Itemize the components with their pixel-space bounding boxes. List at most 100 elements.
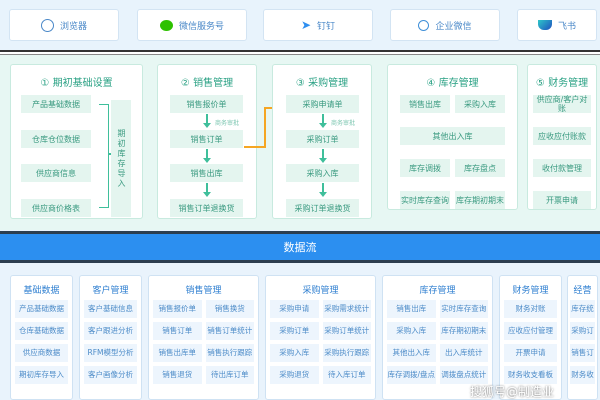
flow-item[interactable]: 实时库存查询 xyxy=(400,191,450,209)
module-title: 客户管理 xyxy=(92,286,129,296)
order-connector xyxy=(264,107,266,148)
module-item[interactable]: 销售退货 xyxy=(153,366,202,384)
module-item[interactable]: 销售执行跟踪 xyxy=(205,344,254,362)
flow-card-sales: ② 销售管理 销售报价单 商务审批 销售订单 销售出库 销售订单退换货 xyxy=(157,64,257,219)
module-item[interactable]: 财务对账 xyxy=(504,300,557,318)
module-card: 库存管理销售出库实时库存查询采购入库库存期初期末其他出入库出入库统计库存调拨/盘… xyxy=(382,275,493,400)
flow-card-purchase: ③ 采购管理 采购申请单 商务审批 采购订单 采购入库 采购订单退换货 xyxy=(272,64,372,219)
flow-item[interactable]: 采购入库 xyxy=(286,164,359,182)
module-item[interactable]: 产品基础数据 xyxy=(15,300,68,318)
flow-item[interactable]: 销售报价单 xyxy=(170,95,243,113)
module-item[interactable]: 客户跟进分析 xyxy=(84,322,137,340)
channel-label: 飞书 xyxy=(557,21,576,32)
flow-item[interactable]: 收付款管理 xyxy=(533,159,591,177)
wechat-icon xyxy=(159,19,173,31)
channel-dingtalk[interactable]: ➤ 钉钉 xyxy=(263,9,373,41)
channel-feishu[interactable]: 飞书 xyxy=(517,9,597,41)
module-item[interactable]: 采购执行跟踪 xyxy=(322,344,371,362)
card-title: ① 期初基础设置 xyxy=(40,78,113,89)
module-item[interactable]: 财务收支看板 xyxy=(504,366,557,384)
module-item[interactable]: 销售出库 xyxy=(387,300,436,318)
module-item[interactable]: 销售订单 xyxy=(153,322,202,340)
flow-item[interactable]: 销售出库 xyxy=(170,164,243,182)
module-item[interactable]: 销售订 xyxy=(570,344,595,362)
channel-wecom[interactable]: 企业微信 xyxy=(390,9,500,41)
module-item[interactable]: 应收应付管理 xyxy=(504,322,557,340)
compass-icon xyxy=(40,18,54,32)
module-title: 经营 xyxy=(573,286,592,296)
module-item[interactable]: 采购需求统计 xyxy=(322,300,371,318)
flow-item[interactable]: 供应商/客户对账 xyxy=(533,95,591,113)
module-item[interactable]: 采购订 xyxy=(570,322,595,340)
flow-item[interactable]: 销售订单退换货 xyxy=(170,199,243,217)
module-item[interactable]: 库存期初期末 xyxy=(439,322,488,340)
module-item[interactable]: 开票申请 xyxy=(504,344,557,362)
flow-item[interactable]: 产品基础数据 xyxy=(21,95,91,113)
channel-browser[interactable]: 浏览器 xyxy=(9,9,119,41)
feishu-icon xyxy=(537,20,552,30)
module-item[interactable]: 采购订单统计 xyxy=(322,322,371,340)
flow-item[interactable]: 销售订单 xyxy=(170,130,243,148)
wecom-icon xyxy=(418,19,430,31)
module-item[interactable]: 采购退货 xyxy=(270,366,319,384)
flow-item[interactable]: 仓库仓位数据 xyxy=(21,130,91,148)
card-title: ③ 采购管理 xyxy=(295,78,349,89)
flow-item[interactable]: 采购入库 xyxy=(455,95,505,113)
module-item[interactable]: 销售出库单 xyxy=(153,344,202,362)
module-item[interactable]: 待出库订单 xyxy=(205,366,254,384)
module-item[interactable]: 采购订单 xyxy=(270,322,319,340)
flow-card-inventory: ④ 库存管理 销售出库 采购入库 其他出入库 库存调拨 库存盘点 实时库存查询 … xyxy=(387,64,518,210)
module-item[interactable]: 仓库基础数据 xyxy=(15,322,68,340)
module-item[interactable]: 其他出入库 xyxy=(387,344,436,362)
channel-label: 钉钉 xyxy=(317,21,336,32)
flow-item[interactable]: 库存调拨 xyxy=(400,159,450,177)
module-item[interactable]: 采购入库 xyxy=(387,322,436,340)
arrow-down-icon xyxy=(203,183,211,197)
module-item[interactable]: 销售换货 xyxy=(205,300,254,318)
module-card: 客户管理客户基础信息客户跟进分析 RFM模型分析客户画像分析 xyxy=(79,275,142,400)
module-item[interactable]: 调拨盘点统计 xyxy=(439,366,488,384)
module-item[interactable]: 销售报价单 xyxy=(153,300,202,318)
flow-item[interactable]: 库存盘点 xyxy=(455,159,505,177)
module-item[interactable]: 客户基础信息 xyxy=(84,300,137,318)
module-item[interactable]: 供应商数据 xyxy=(15,344,68,362)
module-item[interactable]: 采购入库 xyxy=(270,344,319,362)
flow-card-finance: ⑤ 财务管理 供应商/客户对账 应收应付账款 收付款管理 开票申请 xyxy=(527,64,597,210)
module-item[interactable]: 销售订单统计 xyxy=(205,322,254,340)
arrow-down-icon xyxy=(203,114,211,128)
flow-item[interactable]: 开票申请 xyxy=(533,191,591,209)
module-item[interactable]: 出入库统计 xyxy=(439,344,488,362)
flow-item[interactable]: 采购订单退换货 xyxy=(286,199,359,217)
opening-inventory-import[interactable]: 期初库存导入 xyxy=(111,100,131,217)
channel-label: 微信服务号 xyxy=(178,21,224,32)
approval-note: 商务审批 xyxy=(331,120,356,127)
module-card: 基础数据产品基础数据仓库基础数据供应商数据期初库存导入 xyxy=(10,275,73,400)
module-title: 采购管理 xyxy=(302,286,339,296)
module-card: 销售管理销售报价单销售换货销售订单销售订单统计销售出库单销售执行跟踪销售退货待出… xyxy=(148,275,259,400)
module-item[interactable]: RFM模型分析 xyxy=(84,344,137,362)
flow-item[interactable]: 库存期初期末 xyxy=(455,191,505,209)
module-item[interactable]: 待入库订单 xyxy=(322,366,371,384)
flow-item[interactable]: 采购申请单 xyxy=(286,95,359,113)
dingtalk-icon: ➤ xyxy=(300,18,312,32)
module-item[interactable]: 实时库存查询 xyxy=(439,300,488,318)
module-item[interactable]: 客户画像分析 xyxy=(84,366,137,384)
flow-item[interactable]: 采购订单 xyxy=(286,130,359,148)
channel-bar: 浏览器 微信服务号 ➤ 钉钉 企业微信 飞书 xyxy=(0,0,600,50)
module-title: 基础数据 xyxy=(23,286,60,296)
channel-label: 浏览器 xyxy=(59,21,87,32)
flow-item[interactable]: 销售出库 xyxy=(400,95,450,113)
module-item[interactable]: 期初库存导入 xyxy=(15,366,68,384)
channel-wechat[interactable]: 微信服务号 xyxy=(137,9,247,41)
flow-item[interactable]: 其他出入库 xyxy=(400,127,505,145)
module-item[interactable]: 库存调拨/盘点 xyxy=(387,366,436,384)
flow-item[interactable]: 应收应付账款 xyxy=(533,127,591,145)
flow-card-setup: ① 期初基础设置 产品基础数据 仓库仓位数据 供应商信息 供应商价格表 期初库存… xyxy=(10,64,143,219)
module-item[interactable]: 采购申请 xyxy=(270,300,319,318)
module-item[interactable]: 库存统 xyxy=(570,300,595,318)
flow-item[interactable]: 供应商价格表 xyxy=(21,199,91,217)
divider xyxy=(0,50,600,55)
module-item[interactable]: 财务收 xyxy=(570,366,595,384)
arrow-down-icon xyxy=(203,149,211,163)
flow-item[interactable]: 供应商信息 xyxy=(21,164,91,182)
